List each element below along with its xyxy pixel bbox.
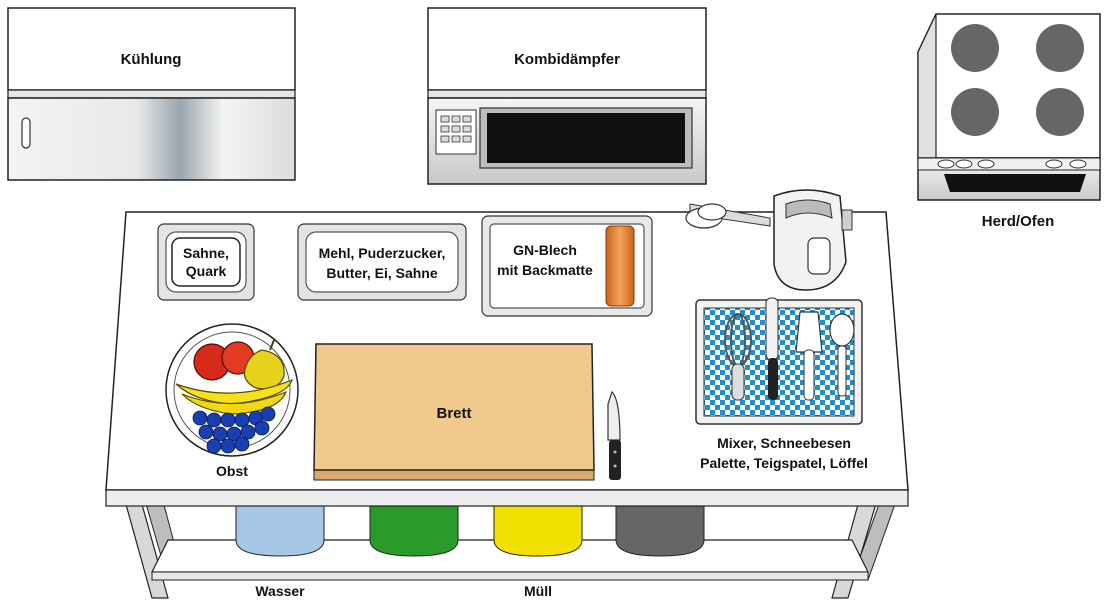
cream-label-line1: Sahne, — [183, 245, 229, 261]
burner-1 — [951, 24, 999, 72]
stove-knob — [1070, 160, 1086, 168]
stove-label: Herd/Ofen — [982, 213, 1055, 230]
table-edge — [106, 490, 908, 506]
board-label: Brett — [436, 405, 471, 422]
waste-bin-label: Müll — [524, 583, 552, 599]
ingredients-label-line2: Butter, Ei, Sahne — [326, 265, 437, 281]
gn-tray-label-line2: mit Backmatte — [497, 262, 593, 278]
oven-window — [944, 174, 1086, 192]
tools-label-line1: Mixer, Schneebesen — [717, 435, 851, 451]
tools-label-line2: Palette, Teigspatel, Löffel — [700, 455, 868, 471]
burner-4 — [1036, 88, 1084, 136]
fridge-label: Kühlung — [121, 51, 182, 68]
gn-tray-label-line1: GN-Blech — [513, 242, 577, 258]
ingredients-label-line1: Mehl, Puderzucker, — [319, 245, 446, 261]
combi-steamer: Kombidämpfer — [428, 8, 706, 184]
cutting-board: Brett — [314, 344, 594, 480]
gn-tray: GN-Blech mit Backmatte — [482, 216, 652, 316]
stove-knob — [978, 160, 994, 168]
fruit-label: Obst — [216, 463, 248, 479]
stove-knob — [938, 160, 954, 168]
stove-knob — [956, 160, 972, 168]
cream-quark-container: Sahne, Quark — [158, 224, 254, 300]
steamer-label: Kombidämpfer — [514, 51, 620, 68]
baking-mat-roll — [606, 226, 634, 306]
cream-label-line2: Quark — [186, 263, 227, 279]
ingredients-tray: Mehl, Puderzucker, Butter, Ei, Sahne — [298, 224, 466, 300]
burner-2 — [1036, 24, 1084, 72]
water-bin-label: Wasser — [255, 583, 305, 599]
fridge-door-handle — [22, 118, 30, 148]
stove: Herd/Ofen — [918, 14, 1100, 230]
utensil-tray: Mixer, Schneebesen Palette, Teigspatel, … — [696, 298, 868, 471]
steamer-control-panel — [436, 110, 476, 154]
burner-3 — [951, 88, 999, 136]
stove-knob — [1046, 160, 1062, 168]
fridge: Kühlung — [8, 8, 295, 180]
steamer-window — [487, 113, 685, 163]
